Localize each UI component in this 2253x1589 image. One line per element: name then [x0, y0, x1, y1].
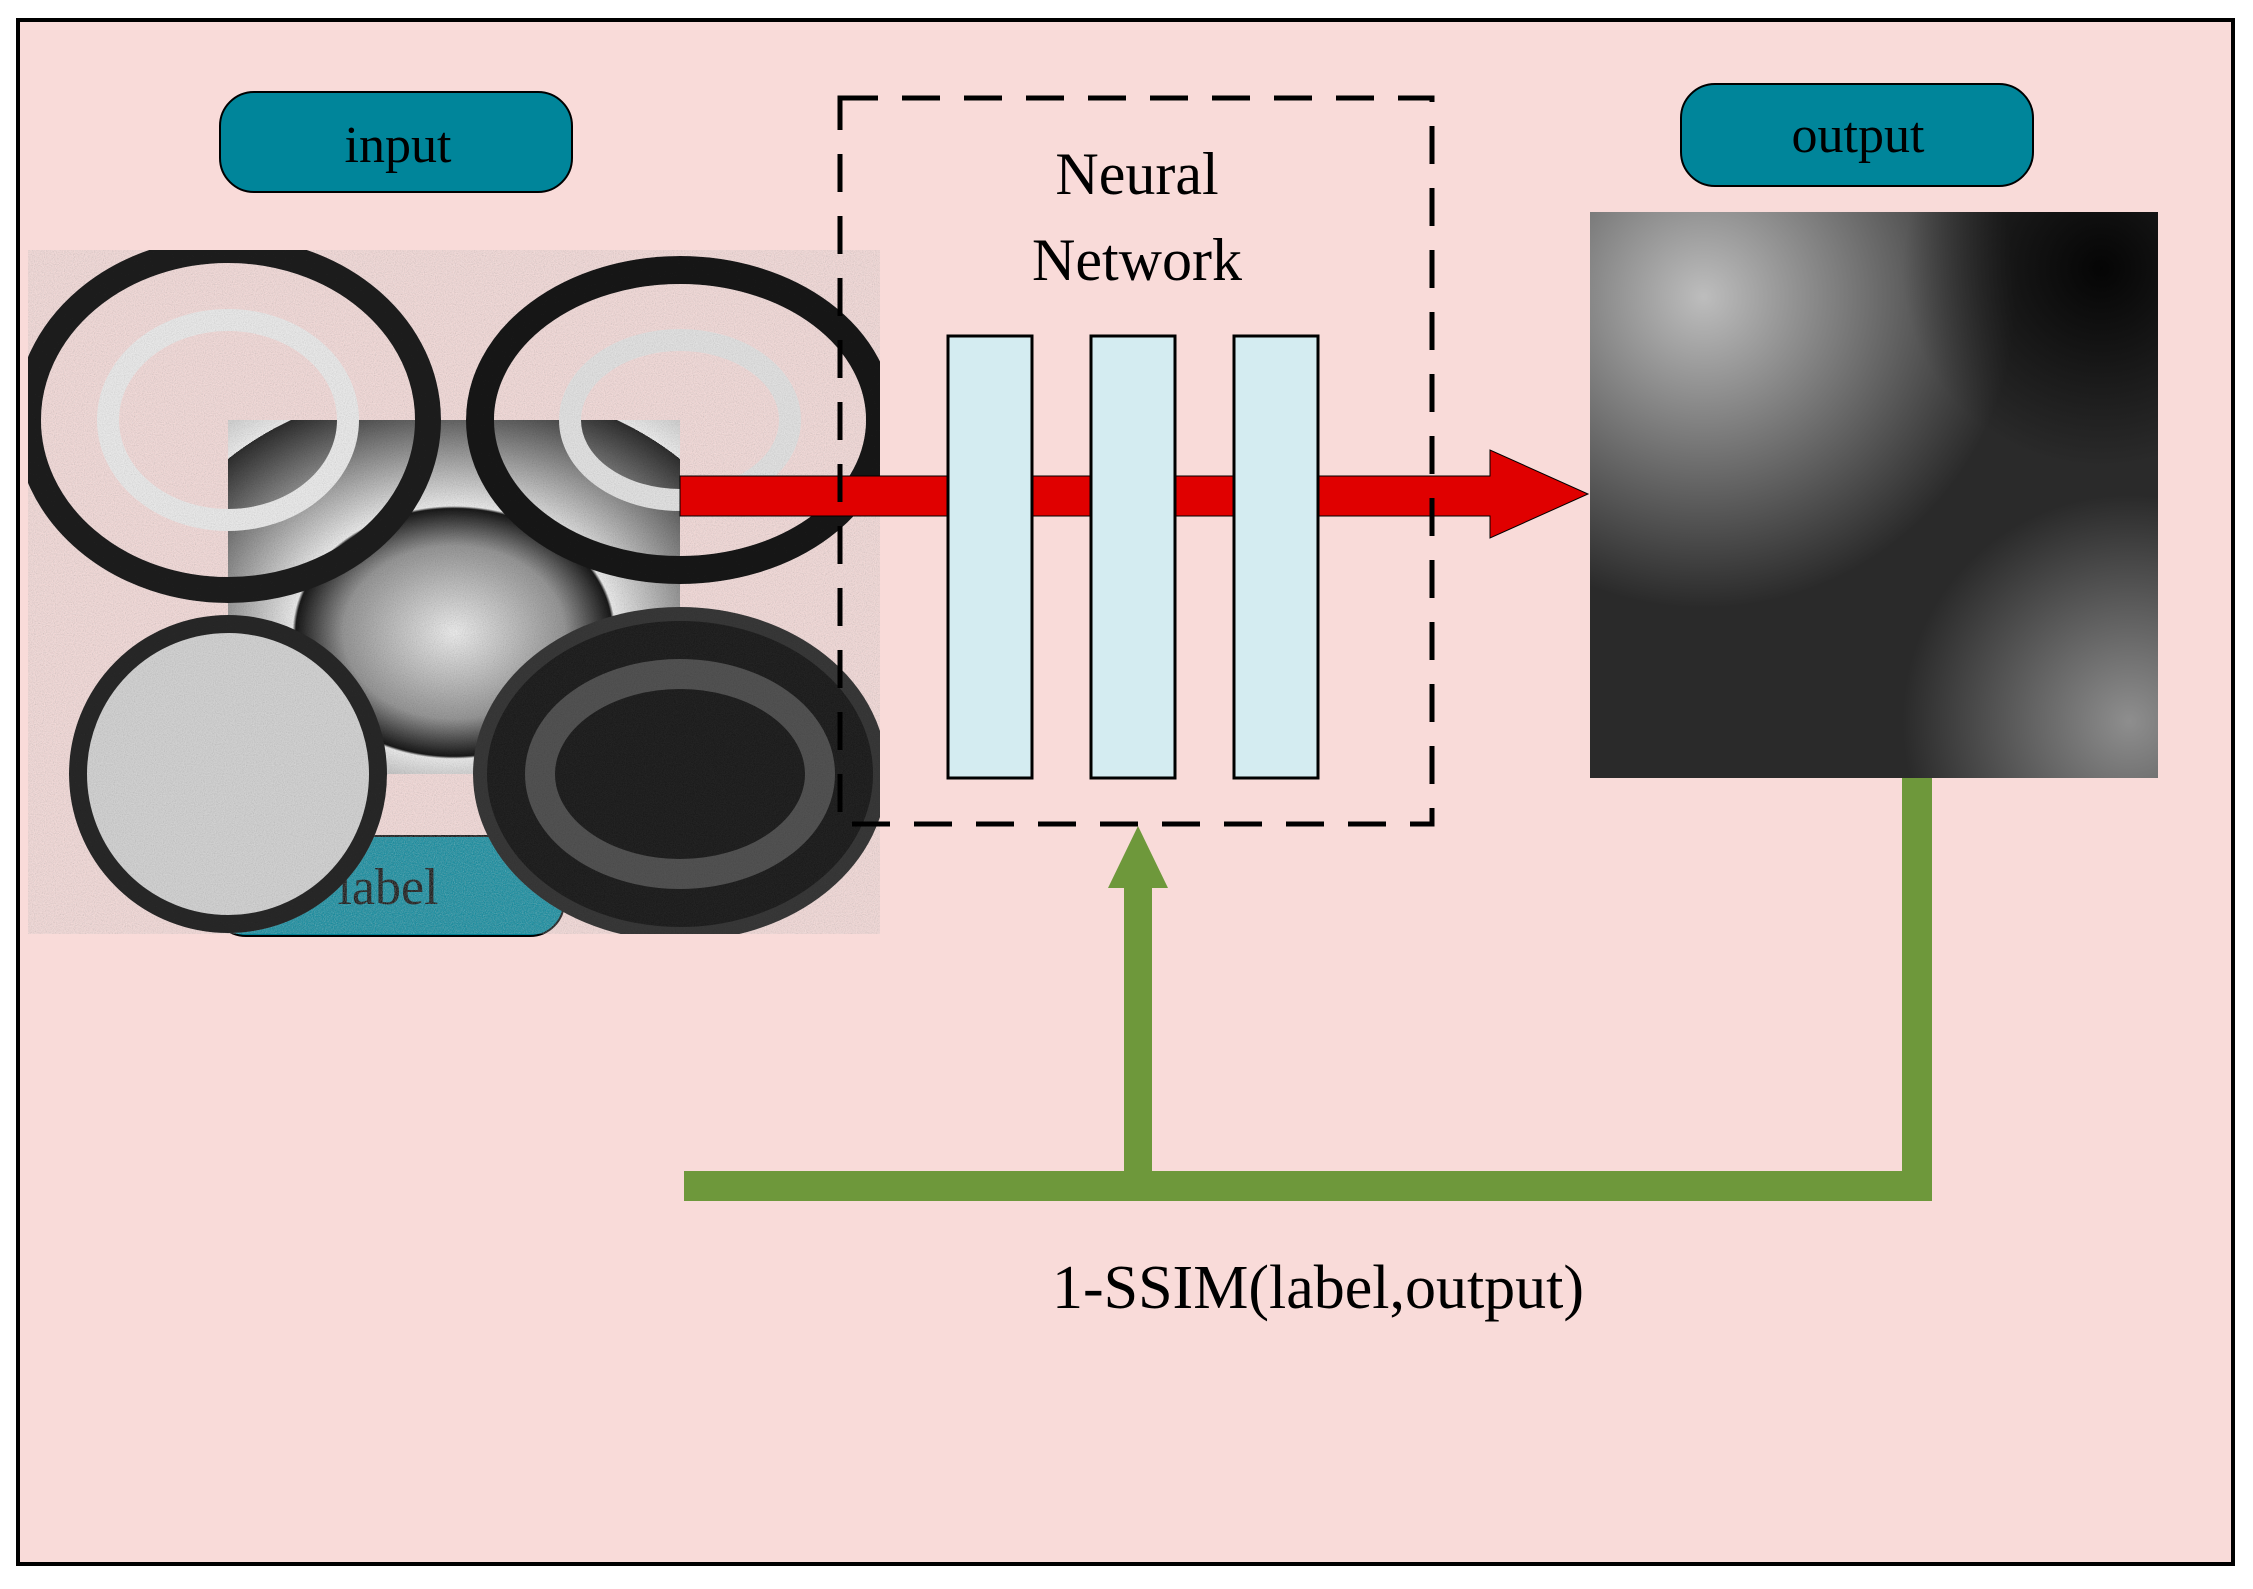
network-layer-2: [1089, 334, 1177, 780]
output-pill-label: output: [1792, 107, 1925, 164]
neural-network-title-line2: Network: [1032, 227, 1242, 293]
output-image: [1590, 212, 2158, 778]
input-pill-label: input: [345, 117, 452, 174]
output-pill: output: [1680, 83, 2034, 187]
loss-formula: 1-SSIM(label,output): [1052, 1254, 1584, 1322]
input-pill: input: [219, 91, 573, 193]
network-layer-3: [1232, 334, 1320, 780]
feedback-arrow: [684, 778, 1932, 1201]
network-layer-1: [946, 334, 1034, 780]
neural-network-title-line1: Neural: [1055, 141, 1218, 207]
neural-network-box: [837, 95, 1435, 827]
input-image: [15, 237, 894, 941]
